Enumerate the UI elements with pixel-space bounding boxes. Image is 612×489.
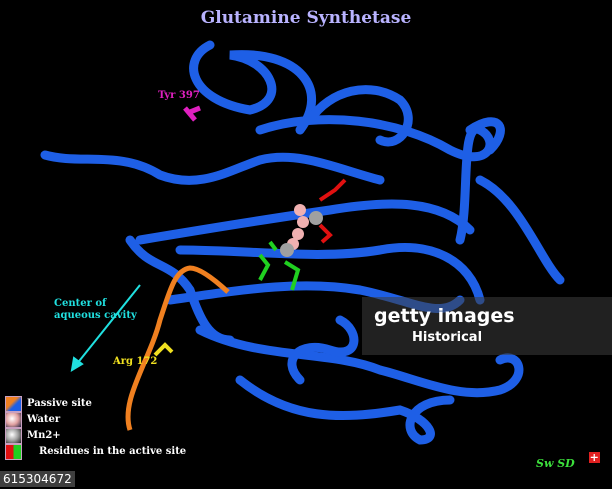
- watermark-brand: getty images: [374, 305, 515, 327]
- tyr-397-residue: [183, 105, 201, 122]
- arg-label: Arg 172: [113, 356, 158, 367]
- tyr-label: Tyr 397: [158, 90, 200, 101]
- active-residues-red: [318, 178, 347, 244]
- arg-172-residue: [153, 342, 174, 357]
- legend-item: Water: [5, 411, 186, 428]
- water-spheres: [287, 204, 309, 250]
- passive-site-loop: [125, 265, 230, 431]
- watermark-collection: Historical: [412, 330, 483, 345]
- swiss-logo: Sw SD+: [536, 451, 600, 470]
- mn-spheres: [280, 211, 323, 257]
- image-id: 615304672: [0, 471, 75, 487]
- red-green-sticks-icon: [5, 443, 22, 460]
- legend-item: Mn2+: [5, 427, 186, 444]
- active-residues-green: [258, 240, 301, 291]
- legend-item: Passive site: [5, 395, 186, 412]
- swiss-flag-icon: +: [588, 451, 600, 464]
- grey-sphere-icon: [5, 427, 22, 444]
- cavity-arrow: [70, 284, 141, 372]
- orange-ribbon-icon: [5, 395, 22, 412]
- figure-title: Glutamine Synthetase: [200, 8, 412, 28]
- cavity-label: Center of aqueous cavity: [54, 298, 137, 321]
- pink-sphere-icon: [5, 411, 22, 428]
- legend-item: Residues in the active site: [5, 443, 186, 460]
- watermark: getty images Historical: [362, 297, 612, 355]
- ribbon-strands: [40, 40, 565, 445]
- legend: Passive site Water Mn2+ Residues in the …: [5, 395, 186, 460]
